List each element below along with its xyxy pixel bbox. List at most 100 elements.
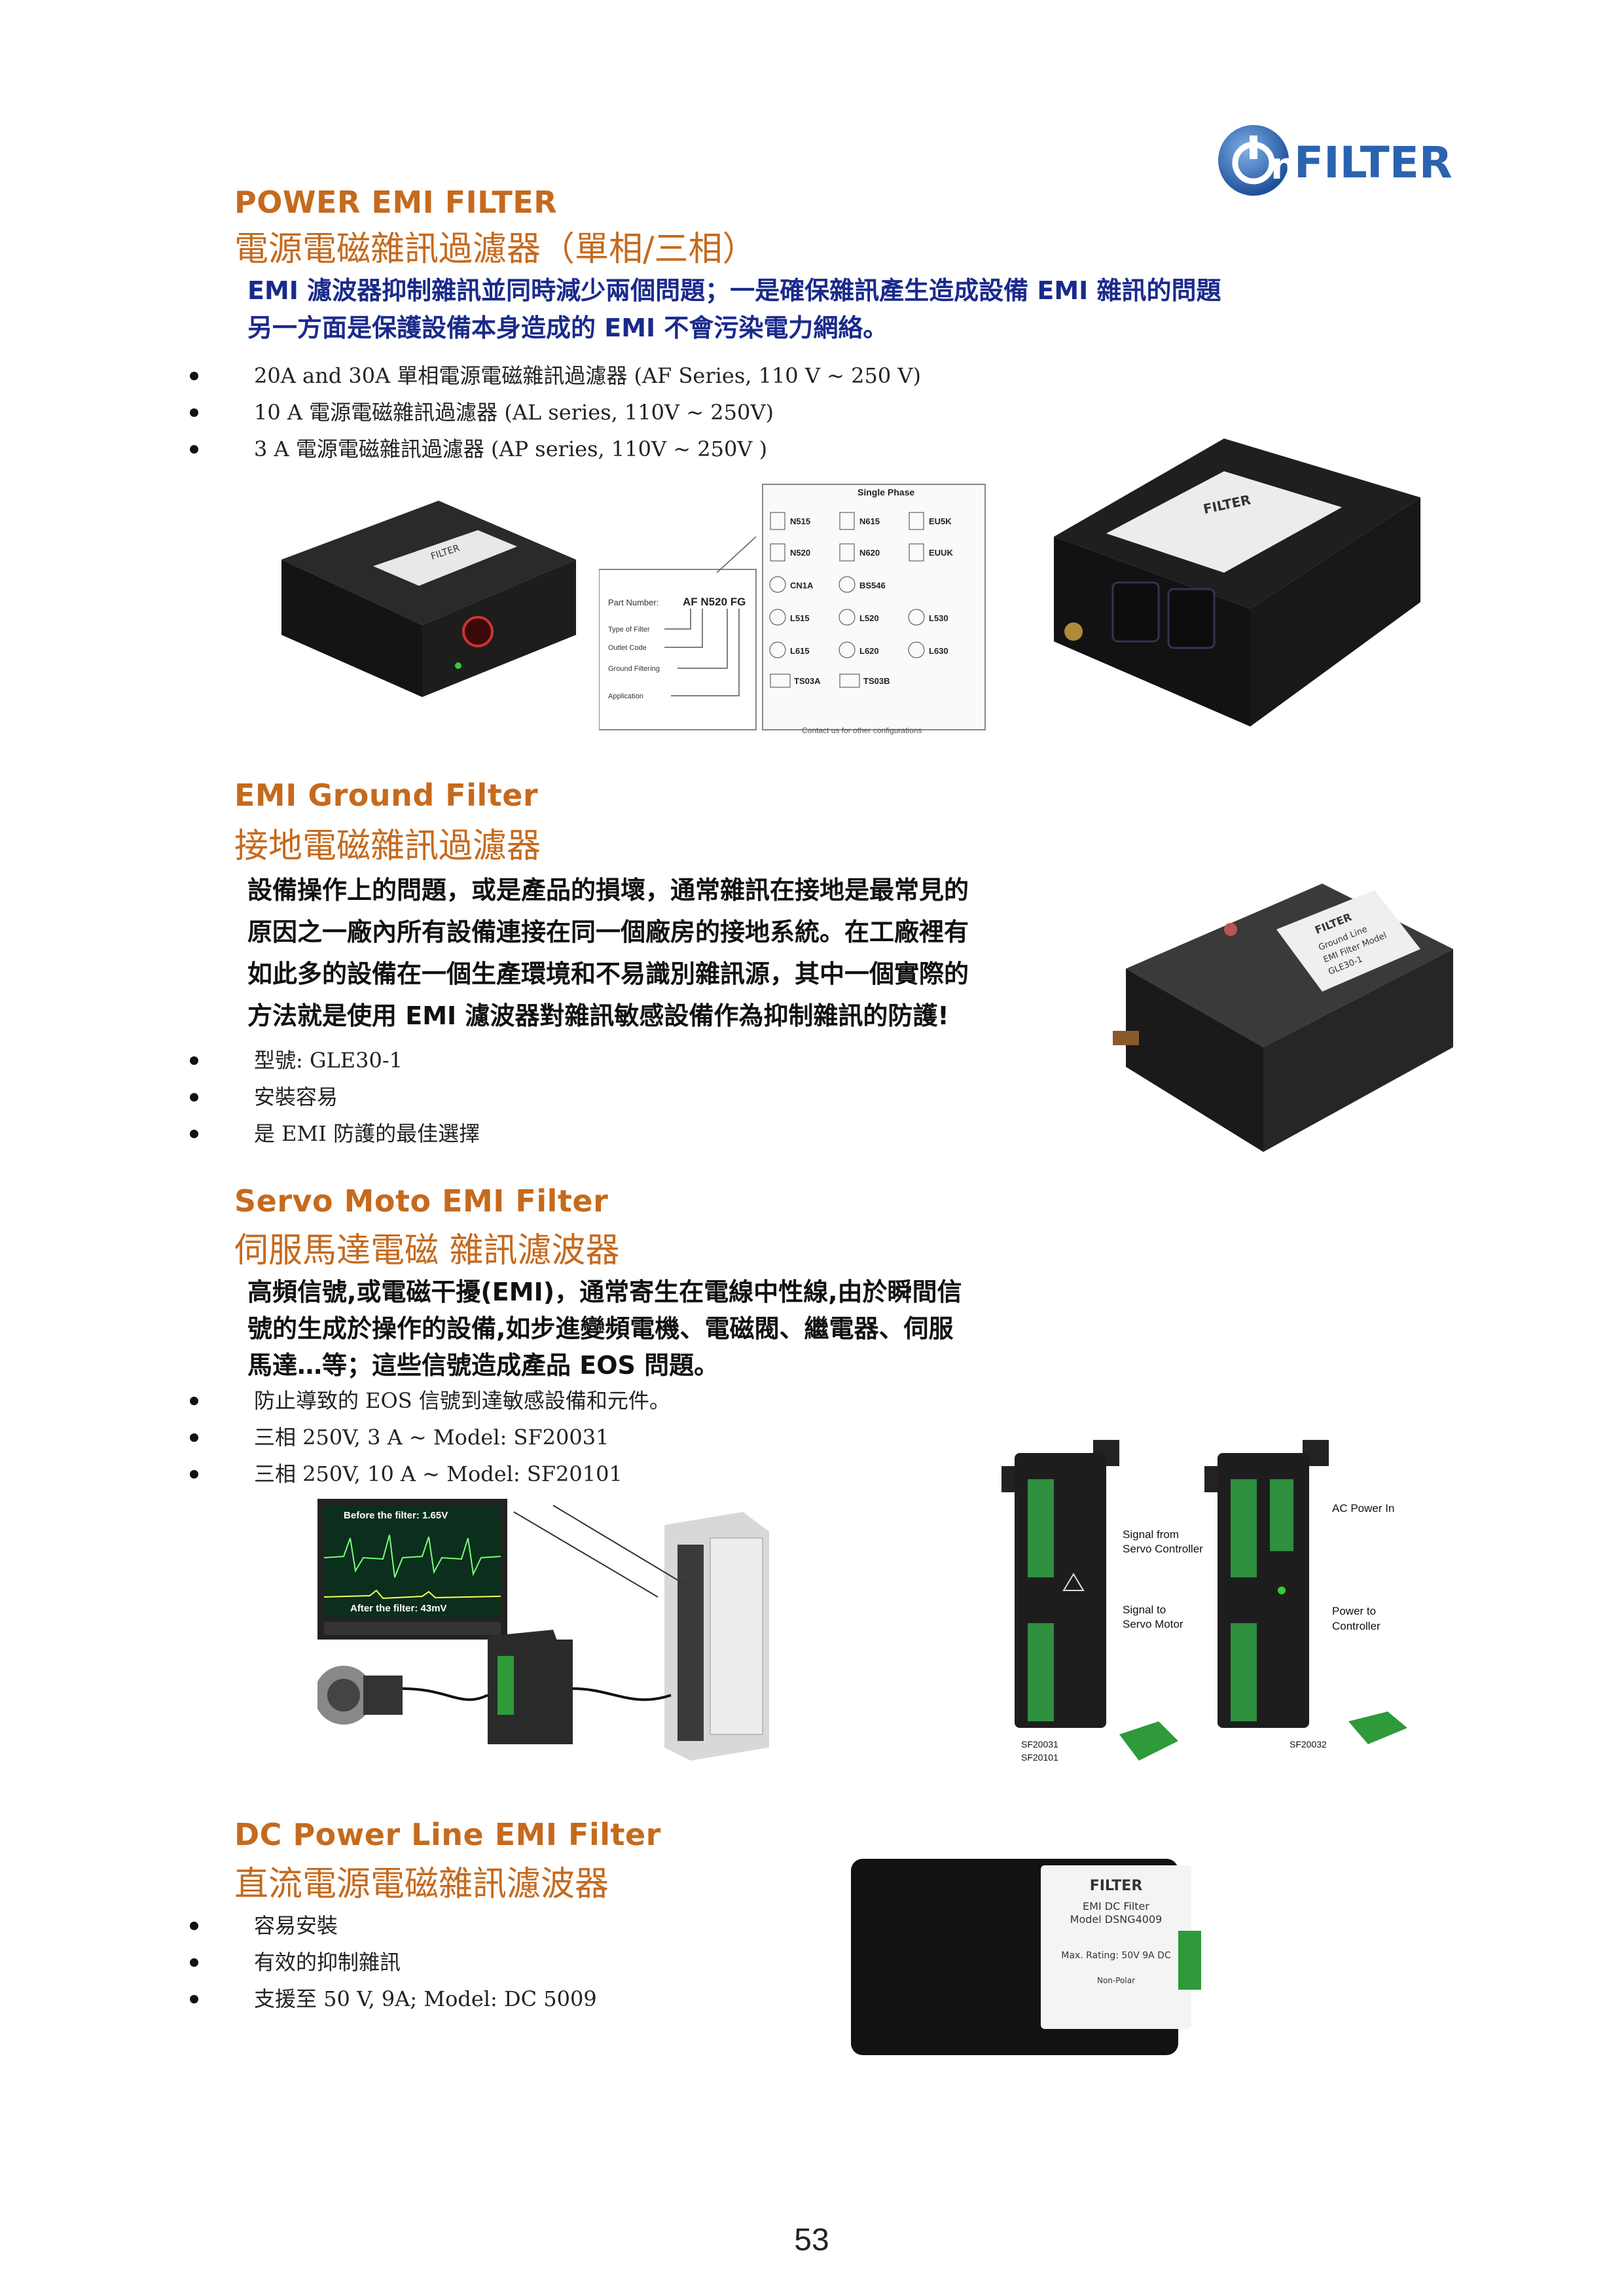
- onfilter-logo: n FILTER: [1214, 121, 1463, 200]
- desc-line: EMI 濾波器抑制雜訊並同時減少兩個問題；一是確保雜訊產生造成設備 EMI 雜訊…: [247, 276, 1221, 305]
- section2-description: 設備操作上的問題，或是產品的損壞，通常雜訊在接地是最常見的 原因之一廠內所有設備…: [247, 869, 1111, 1037]
- svg-text:EUUK: EUUK: [929, 548, 953, 558]
- list-item: 三相 250V, 10 A ~ Model: SF20101: [190, 1456, 670, 1492]
- bullet-icon: [190, 372, 198, 380]
- section4-title-en: DC Power Line EMI Filter: [234, 1817, 661, 1852]
- desc-line: 設備操作上的問題，或是產品的損壞，通常雜訊在接地是最常見的: [247, 876, 969, 905]
- svg-text:N615: N615: [859, 516, 880, 526]
- svg-text:N620: N620: [859, 548, 880, 558]
- section4-bullets: 容易安裝 有效的抑制雜訊 支援至 50 V, 9A; Model: DC 500…: [190, 1907, 597, 2017]
- svg-text:Servo Motor: Servo Motor: [1123, 1618, 1183, 1630]
- section1-description: EMI 濾波器抑制雜訊並同時減少兩個問題；一是確保雜訊產生造成設備 EMI 雜訊…: [247, 272, 1439, 347]
- svg-text:BS546: BS546: [859, 581, 886, 590]
- svg-text:EMI DC Filter: EMI DC Filter: [1083, 1900, 1149, 1912]
- desc-line: 原因之一廠內所有設備連接在同一個廠房的接地系統。在工廠裡有: [247, 918, 969, 946]
- section3-description: 高頻信號,或電磁干擾(EMI)，通常寄生在電線中性線,由於瞬間信 號的生成於操作…: [247, 1274, 1164, 1384]
- list-item: 支援至 50 V, 9A; Model: DC 5009: [190, 1981, 597, 2017]
- svg-text:EU5K: EU5K: [929, 516, 952, 526]
- svg-text:CN1A: CN1A: [790, 581, 814, 590]
- desc-line: 另一方面是保護設備本身造成的 EMI 不會污染電力網絡。: [247, 314, 888, 342]
- list-item: 三相 250V, 3 A ~ Model: SF20031: [190, 1419, 670, 1456]
- svg-text:SF20101: SF20101: [1021, 1752, 1058, 1763]
- part-number-diagram: Single Phase N515 N615 EU5K N520 N620 EU…: [598, 475, 992, 736]
- page-number: 53: [794, 2223, 829, 2257]
- svg-text:FILTER: FILTER: [1090, 1878, 1143, 1894]
- section3-title-en: Servo Moto EMI Filter: [234, 1183, 609, 1219]
- section2-bullets: 型號: GLE30-1 安裝容易 是 EMI 防護的最佳選擇: [190, 1042, 480, 1152]
- svg-text:Max. Rating: 50V 9A DC: Max. Rating: 50V 9A DC: [1061, 1950, 1171, 1961]
- svg-text:Controller: Controller: [1332, 1620, 1380, 1632]
- bullet-icon: [190, 445, 198, 454]
- list-item: 型號: GLE30-1: [190, 1042, 480, 1079]
- section3-title-zh: 伺服馬達電磁 雜訊濾波器: [234, 1231, 620, 1270]
- bullet-icon: [190, 1056, 198, 1065]
- section1-bullets: 20A and 30A 單相電源電磁雜訊過濾器 (AF Series, 110 …: [190, 357, 921, 467]
- desc-line: 馬達…等；這些信號造成產品 EOS 問題。: [247, 1351, 719, 1380]
- svg-text:After the filter: 43mV: After the filter: 43mV: [350, 1603, 447, 1614]
- servo-filter-modules-photo: Signal from Servo Controller Signal to S…: [1001, 1440, 1447, 1793]
- svg-text:TS03B: TS03B: [863, 676, 890, 686]
- svg-text:n: n: [1271, 145, 1297, 188]
- list-item: 是 EMI 防護的最佳選擇: [190, 1115, 480, 1152]
- section2-title-en: EMI Ground Filter: [234, 778, 539, 813]
- svg-text:N520: N520: [790, 548, 810, 558]
- bullet-icon: [190, 1922, 198, 1930]
- svg-text:Model DSNG4009: Model DSNG4009: [1070, 1913, 1163, 1926]
- svg-text:AF N520 FG: AF N520 FG: [683, 596, 746, 608]
- list-item: 容易安裝: [190, 1907, 597, 1944]
- svg-text:Servo Controller: Servo Controller: [1123, 1543, 1203, 1555]
- power-filter-photo: FILTER: [268, 488, 583, 704]
- bullet-icon: [190, 1995, 198, 2003]
- svg-text:Outlet Code: Outlet Code: [608, 644, 647, 652]
- svg-text:Contact us for other configura: Contact us for other configurations: [802, 726, 922, 735]
- list-item: 20A and 30A 單相電源電磁雜訊過濾器 (AF Series, 110 …: [190, 357, 921, 394]
- list-item: 3 A 電源電磁雜訊過濾器 (AP series, 110V ~ 250V ): [190, 431, 921, 467]
- svg-text:Application: Application: [608, 692, 643, 700]
- section4-title-zh: 直流電源電磁雜訊濾波器: [234, 1865, 609, 1904]
- svg-text:AC Power In: AC Power In: [1332, 1502, 1394, 1515]
- section2-title-zh: 接地電磁雜訊過濾器: [234, 827, 541, 866]
- svg-text:Part Number:: Part Number:: [608, 598, 659, 607]
- svg-text:SF20031: SF20031: [1021, 1739, 1058, 1749]
- bullet-icon: [190, 1470, 198, 1479]
- power-filter-outlet-photo: FILTER: [1034, 425, 1427, 733]
- svg-text:TS03A: TS03A: [794, 676, 821, 686]
- dc-filter-photo: FILTER EMI DC Filter Model DSNG4009 Max.…: [844, 1852, 1211, 2068]
- bullet-icon: [190, 1958, 198, 1967]
- list-item: 防止導致的 EOS 信號到達敏感設備和元件。: [190, 1382, 670, 1419]
- list-item: 10 A 電源電磁雜訊過濾器 (AL series, 110V ~ 250V): [190, 394, 921, 431]
- svg-text:SF20032: SF20032: [1290, 1739, 1327, 1749]
- desc-line: 方法就是使用 EMI 濾波器對雜訊敏感設備作為抑制雜訊的防護!: [247, 1001, 949, 1030]
- bullet-icon: [190, 408, 198, 417]
- servo-system-photo: Before the filter: 1.65V After the filte…: [314, 1499, 861, 1767]
- section3-bullets: 防止導致的 EOS 信號到達敏感設備和元件。 三相 250V, 3 A ~ Mo…: [190, 1382, 670, 1492]
- svg-text:Type of Filter: Type of Filter: [608, 626, 650, 634]
- bullet-icon: [190, 1397, 198, 1405]
- list-item: 有效的抑制雜訊: [190, 1944, 597, 1981]
- svg-text:L515: L515: [790, 613, 810, 623]
- desc-line: 號的生成於操作的設備,如步進變頻電機、電磁閥、繼電器、伺服: [247, 1314, 954, 1343]
- bullet-icon: [190, 1433, 198, 1442]
- bullet-icon: [190, 1130, 198, 1138]
- desc-line: 如此多的設備在一個生產環境和不易識別雜訊源，其中一個實際的: [247, 960, 969, 988]
- svg-text:Signal from: Signal from: [1123, 1528, 1179, 1541]
- svg-text:Before the filter: 1.65V: Before the filter: 1.65V: [344, 1510, 448, 1521]
- section1-title-zh: 電源電磁雜訊過濾器（單相/三相）: [234, 230, 757, 269]
- desc-line: 高頻信號,或電磁干擾(EMI)，通常寄生在電線中性線,由於瞬間信: [247, 1278, 962, 1306]
- svg-text:Single Phase: Single Phase: [857, 487, 914, 497]
- svg-text:L615: L615: [790, 646, 810, 656]
- svg-text:L630: L630: [929, 646, 948, 656]
- bullet-icon: [190, 1093, 198, 1102]
- ground-filter-photo: FILTER Ground Line EMI Filter Model GLE3…: [1113, 870, 1460, 1158]
- svg-text:L520: L520: [859, 613, 879, 623]
- svg-text:L530: L530: [929, 613, 948, 623]
- svg-text:L620: L620: [859, 646, 879, 656]
- svg-text:FILTER: FILTER: [1294, 137, 1453, 188]
- section1-title-en: POWER EMI FILTER: [234, 185, 558, 220]
- svg-text:Power to: Power to: [1332, 1605, 1376, 1617]
- svg-text:Non-Polar: Non-Polar: [1097, 1976, 1135, 1985]
- svg-text:N515: N515: [790, 516, 810, 526]
- svg-text:Signal to: Signal to: [1123, 1604, 1166, 1616]
- list-item: 安裝容易: [190, 1079, 480, 1115]
- svg-text:Ground Filtering: Ground Filtering: [608, 665, 660, 673]
